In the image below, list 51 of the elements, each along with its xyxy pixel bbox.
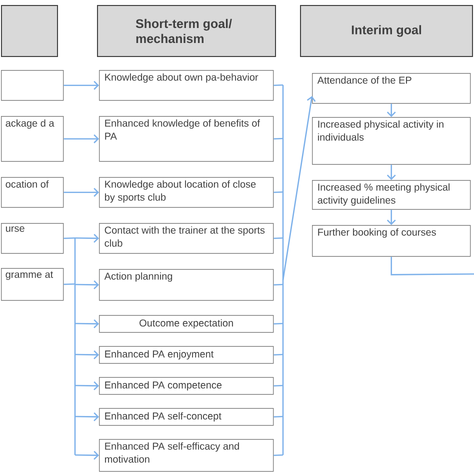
- intervention-box: ocation of: [1, 177, 64, 208]
- arrow: [282, 96, 316, 280]
- column-header: Short-term goal/ mechanism: [97, 5, 276, 57]
- connector-line: [64, 283, 76, 285]
- arrow: [64, 188, 99, 197]
- connector-line: [274, 237, 284, 239]
- mechanism-box: Enhanced PA competence: [99, 377, 274, 395]
- goal-box: Increased physical activity in individuals: [312, 117, 471, 165]
- arrow: [64, 134, 99, 144]
- connector-line: [274, 354, 284, 356]
- arrow: [386, 104, 396, 117]
- connector-line: [74, 238, 76, 455]
- connector-line: [274, 284, 284, 286]
- goal-box: Attendance of the EP: [312, 73, 471, 104]
- connector-line: [274, 384, 284, 386]
- intervention-box: [1, 70, 64, 101]
- arrow: [75, 412, 99, 422]
- mechanism-box: Enhanced PA self-concept: [99, 408, 274, 426]
- arrow: [75, 381, 99, 390]
- connector-line: [274, 84, 284, 86]
- arrow: [386, 164, 396, 180]
- intervention-box: ackage d a: [1, 116, 64, 162]
- mechanism-box: Action planning: [99, 269, 274, 301]
- connector-line: [274, 191, 284, 193]
- intervention-box: urse: [1, 223, 64, 254]
- connector-line: [390, 256, 474, 276]
- arrow: [75, 319, 99, 328]
- mechanism-box: Outcome expectation: [99, 315, 274, 333]
- arrow: [75, 350, 99, 360]
- column-header: [1, 5, 58, 57]
- connector-line: [274, 138, 284, 140]
- mechanism-box: Enhanced PA enjoyment: [99, 346, 274, 364]
- connector-line: [274, 322, 284, 324]
- mechanism-box: Enhanced knowledge of benefits of PA: [99, 116, 274, 162]
- arrow: [75, 234, 99, 243]
- mechanism-box: Enhanced PA self-efficacy and motivation: [99, 439, 274, 472]
- arrow: [64, 80, 99, 90]
- connector-line: [64, 237, 76, 239]
- intervention-box: gramme at: [1, 268, 64, 301]
- connector-line: [274, 416, 284, 418]
- arrow: [386, 210, 396, 225]
- connector-line: [282, 85, 284, 455]
- arrow: [75, 280, 99, 290]
- mechanism-box: Knowledge about location of close by sports club: [99, 177, 274, 208]
- mechanism-box: Knowledge about own pa-behavior: [99, 70, 274, 101]
- mechanism-box: Contact with the trainer at the sports club: [99, 223, 274, 254]
- arrow: [75, 450, 99, 460]
- goal-box: Further booking of courses: [312, 225, 471, 257]
- column-header: Interim goal: [300, 5, 473, 57]
- goal-box: Increased % meeting physical activity guidelines: [312, 180, 471, 210]
- connector-line: [274, 454, 284, 456]
